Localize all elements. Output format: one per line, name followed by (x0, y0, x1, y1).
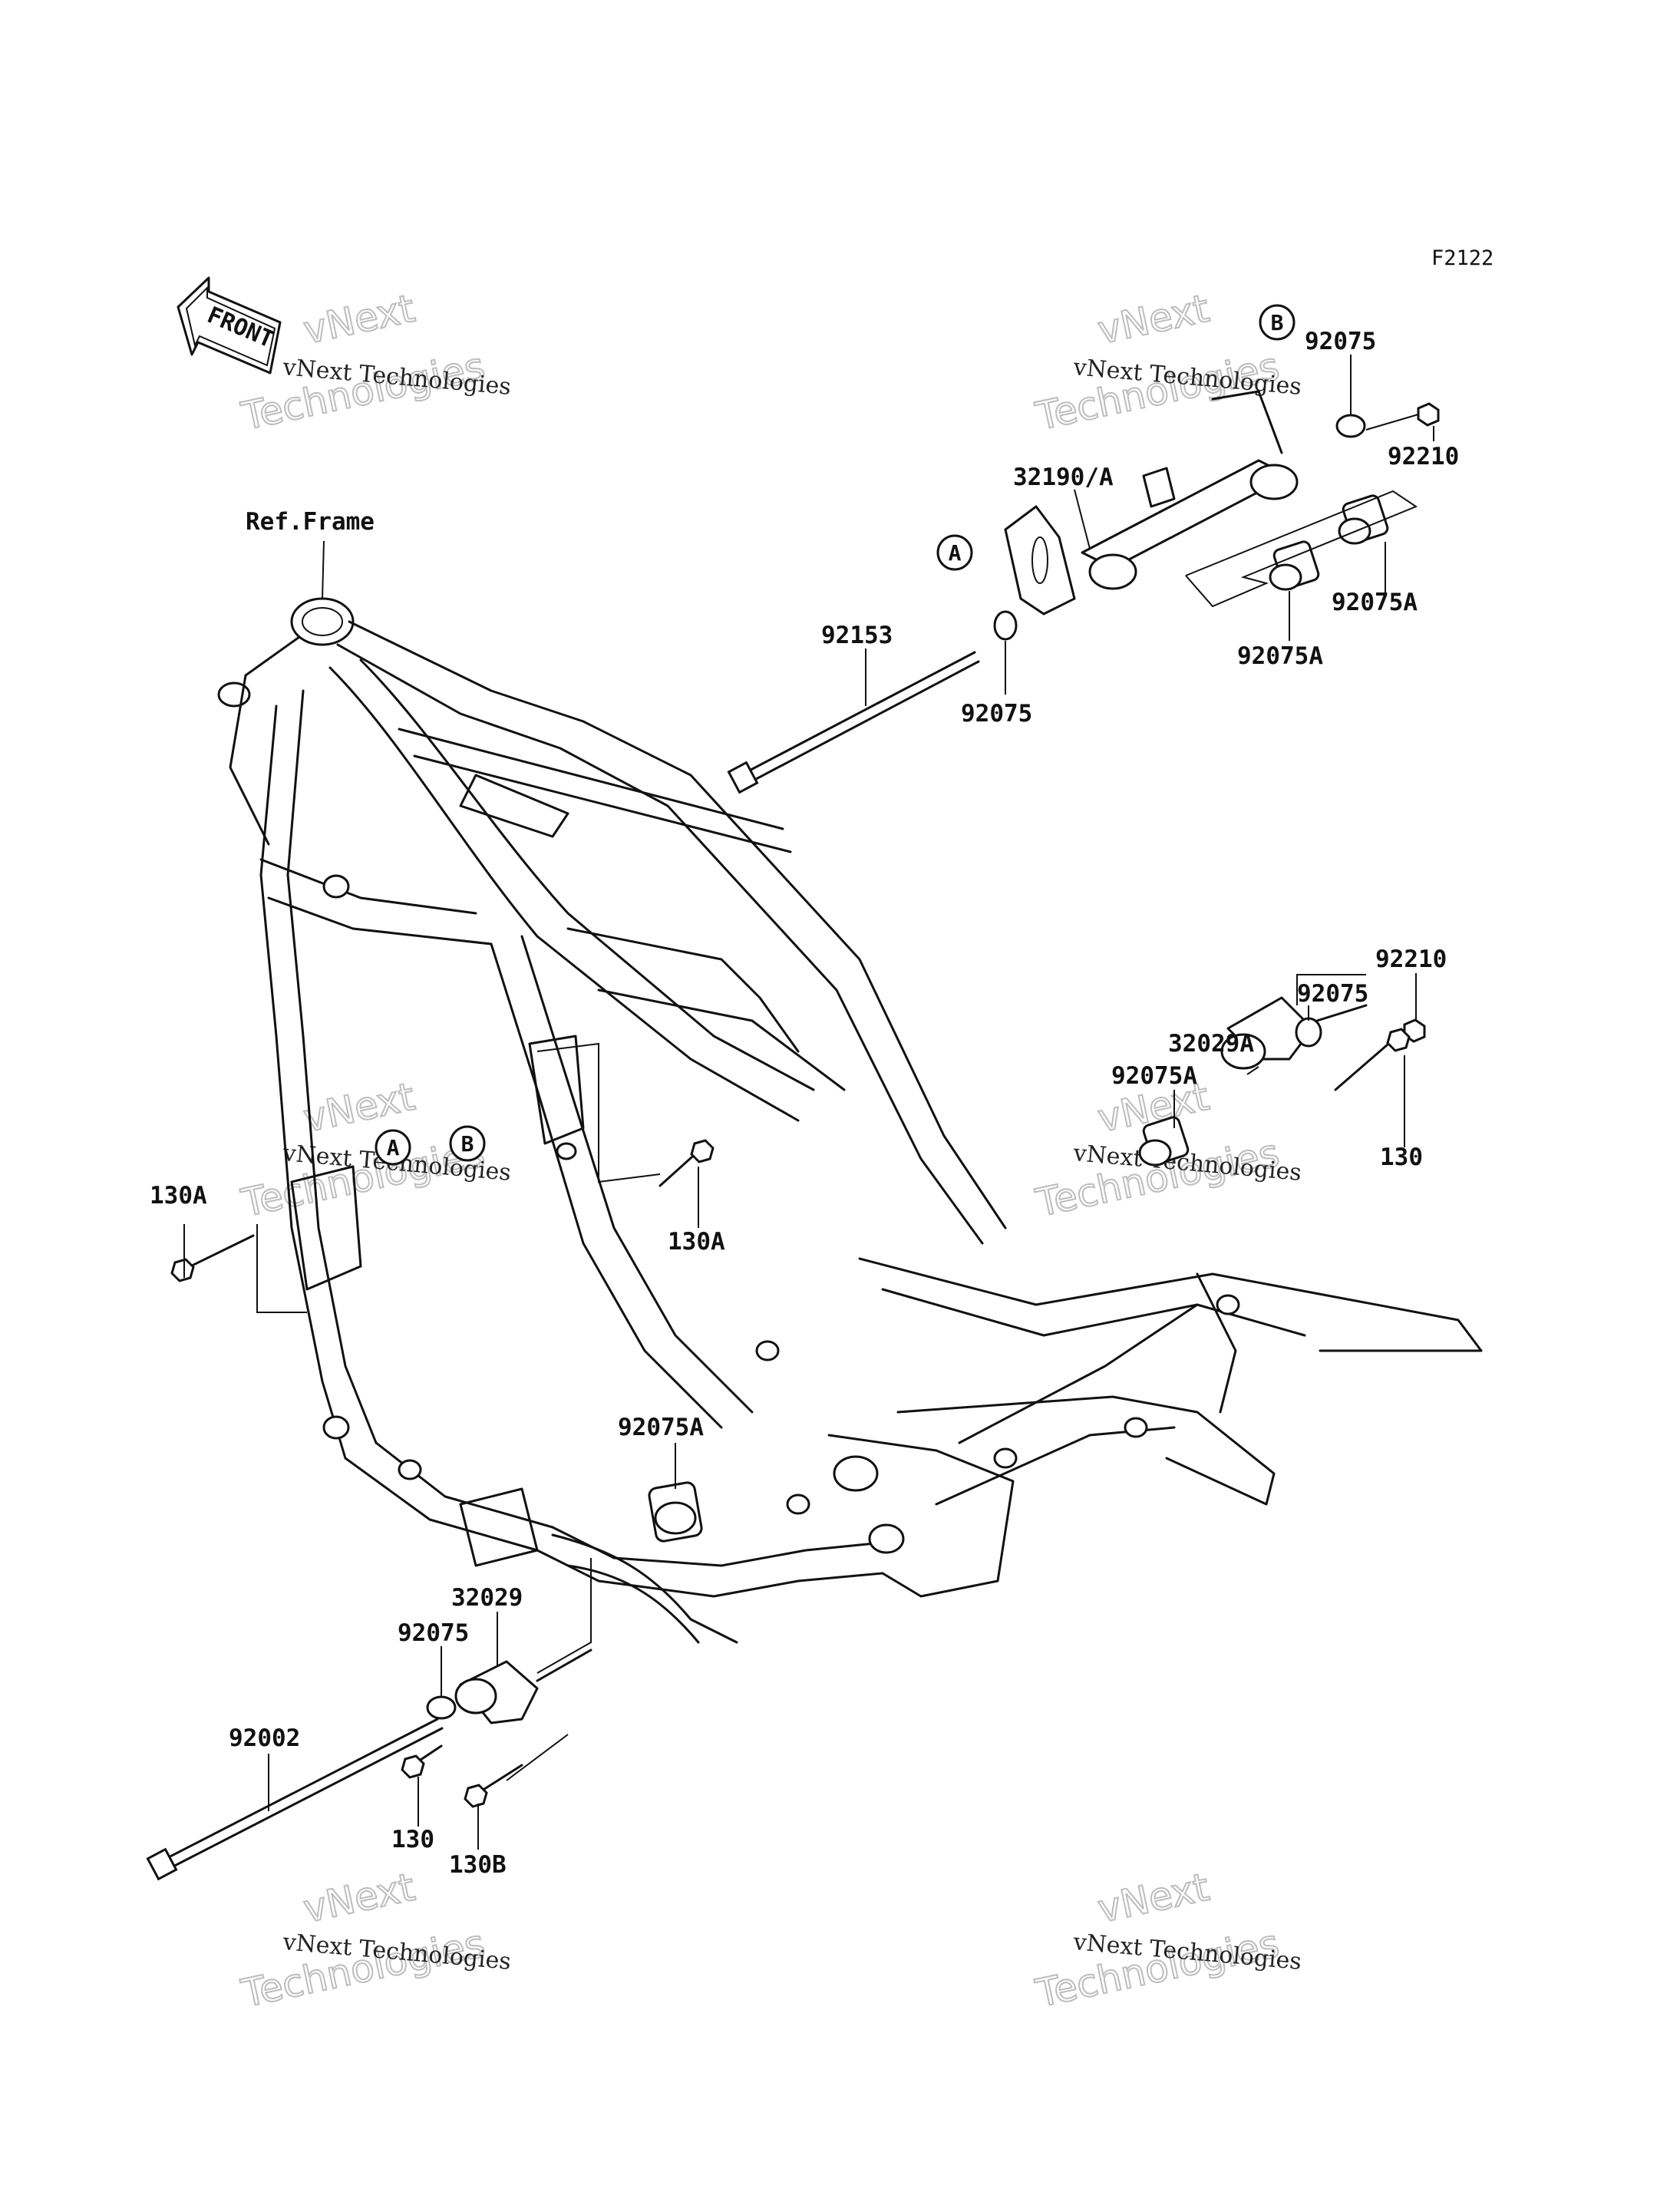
svg-text:vNext: vNext (1094, 286, 1213, 353)
bolt-92153 (727, 651, 980, 794)
svg-text:B: B (461, 1131, 474, 1157)
watermark-1: vNext Technologies vNext Technologies (236, 285, 512, 440)
svg-text:vNext: vNext (299, 1074, 418, 1141)
label-92075-right: 92075 (1297, 980, 1368, 1008)
svg-text:A: A (949, 540, 962, 566)
label-92075-bottom: 92075 (398, 1619, 469, 1647)
bushing-92075A-rr (1138, 1116, 1190, 1167)
label-92075A-bottom: 92075A (618, 1414, 704, 1441)
watermark-6: vNext Technologies vNext Technologies (1031, 1864, 1302, 2017)
watermark-5: vNext Technologies vNext Technologies (236, 1864, 512, 2017)
watermark-2: vNext Technologies vNext Technologies (1031, 285, 1302, 440)
label-130-right: 130 (1380, 1144, 1423, 1171)
label-92210-right: 92210 (1375, 946, 1447, 973)
svg-text:vNext: vNext (299, 1865, 418, 1932)
svg-text:vNext: vNext (299, 286, 418, 353)
motorcycle-frame (217, 597, 1483, 1644)
label-130A-mid: 130A (668, 1228, 725, 1256)
bolt-130B (464, 1764, 523, 1808)
bolt-92002 (146, 1718, 444, 1881)
bolt-130-right (1334, 1028, 1411, 1091)
label-92210-top: 92210 (1388, 443, 1459, 470)
label-130-bottom: 130 (391, 1826, 434, 1853)
bolt-130-bottom (401, 1744, 443, 1779)
nut-92210-top (1417, 402, 1440, 427)
ref-frame-label: Ref.Frame (246, 508, 375, 536)
label-92075A-rr: 92075A (1111, 1062, 1197, 1090)
label-92075A-left: 92075A (1237, 642, 1323, 670)
label-92075-mid: 92075 (961, 700, 1032, 728)
label-130B: 130B (449, 1851, 507, 1879)
bushing-92075A-left (1269, 540, 1320, 591)
bushing-92075A-bottom (648, 1481, 703, 1543)
bracket-32190 (1004, 390, 1299, 616)
washer-92075-mid (993, 610, 1018, 641)
bracket-32029 (454, 1648, 592, 1724)
label-32190: 32190/A (1013, 464, 1114, 491)
svg-text:B: B (1271, 310, 1284, 335)
label-92002: 92002 (229, 1724, 300, 1752)
label-92075-top: 92075 (1305, 328, 1376, 355)
diagram-code: F2122 (1431, 246, 1494, 270)
label-32029: 32029 (451, 1584, 523, 1612)
callout-a-top: A (936, 534, 973, 571)
washer-92075-right (1295, 1017, 1322, 1048)
bolt-130A-left (170, 1234, 255, 1282)
label-32029A: 32029A (1168, 1030, 1254, 1058)
bushing-92075A-right (1338, 494, 1389, 545)
front-label: FRONT (203, 302, 278, 354)
label-130A-left: 130A (150, 1182, 207, 1210)
washer-92075-top (1335, 414, 1366, 438)
washer-92075-bottom (426, 1695, 457, 1720)
svg-text:vNext: vNext (1094, 1865, 1213, 1932)
callout-a-mid: A (375, 1129, 411, 1166)
label-92153: 92153 (821, 622, 893, 649)
svg-text:A: A (387, 1135, 400, 1160)
leader-lines (183, 355, 1434, 1850)
callout-b-mid: B (449, 1125, 486, 1162)
callout-b-top: B (1259, 304, 1295, 341)
label-92075A-right: 92075A (1332, 589, 1418, 616)
bolt-130A-mid (658, 1139, 715, 1187)
bushing-group-box (1185, 490, 1418, 608)
front-arrow-icon: FRONT (177, 276, 282, 375)
